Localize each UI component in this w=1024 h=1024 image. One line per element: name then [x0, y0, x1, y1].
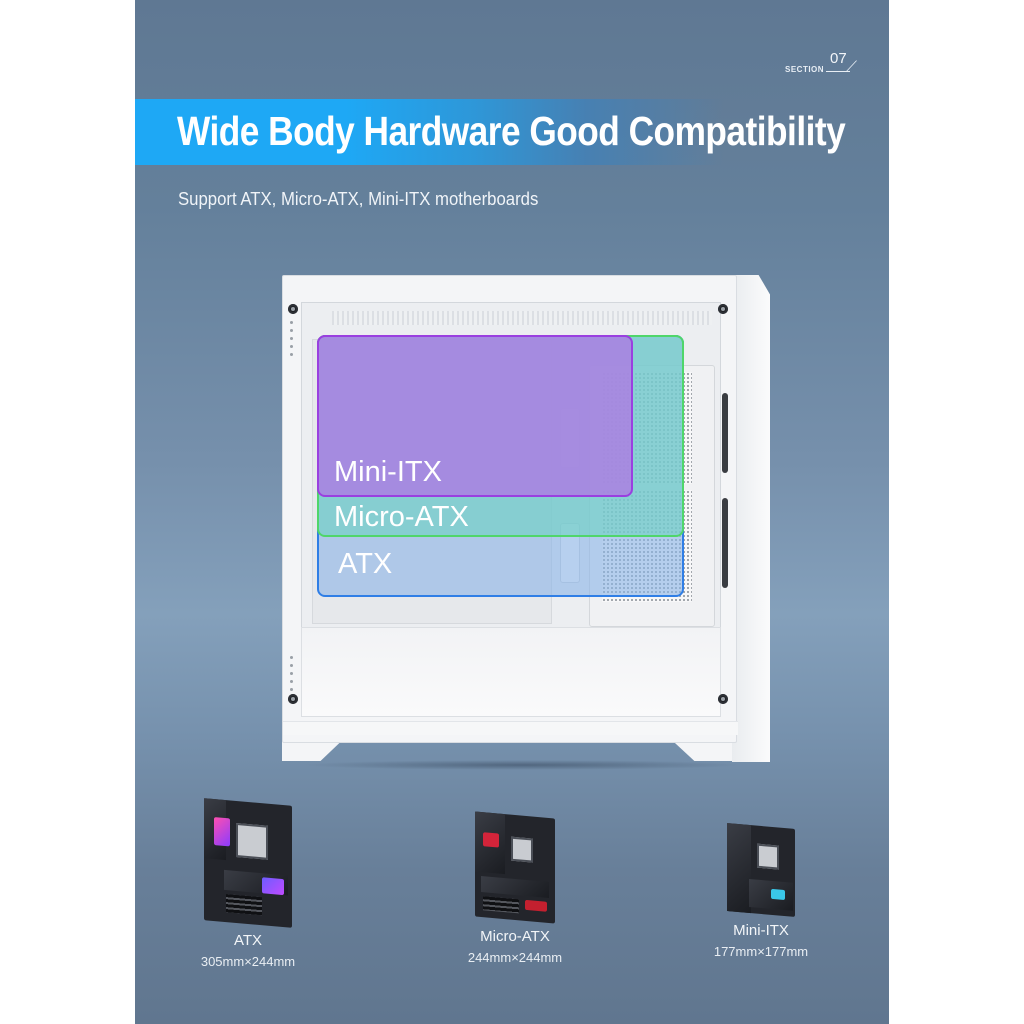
thumbscrew-icon [718, 694, 728, 704]
motherboard-card-micro-atx: Micro-ATX 244mm×244mm [415, 811, 615, 965]
vent-dots [290, 656, 293, 696]
vent-dots [290, 321, 293, 361]
micro-atx-label: Micro-ATX [334, 501, 469, 533]
atx-motherboard-image [204, 798, 292, 928]
thumbscrew-icon [718, 304, 728, 314]
front-fan [722, 393, 728, 473]
page-subtitle: Support ATX, Micro-ATX, Mini-ITX motherb… [178, 189, 539, 209]
atx-dimensions: 305mm×244mm [200, 954, 296, 969]
atx-label: ATX [338, 548, 393, 580]
title-banner [135, 99, 889, 165]
psu-shroud [301, 627, 721, 717]
mini-itx-motherboard-image [727, 823, 795, 917]
product-panel: SECTION 07 Wide Body Hardware Good Compa… [135, 0, 889, 1024]
section-underline [826, 71, 850, 72]
section-label: SECTION [785, 65, 825, 74]
micro-atx-name: Micro-ATX [480, 928, 550, 945]
case-shadow [302, 760, 742, 770]
thumbscrew-icon [288, 304, 298, 314]
section-number: 07 [830, 50, 847, 67]
top-vent [332, 311, 712, 325]
mini-itx-name: Mini-ITX [733, 922, 789, 939]
section-marker: SECTION 07 [785, 50, 865, 78]
atx-name: ATX [233, 932, 263, 949]
mini-itx-overlay [317, 335, 633, 497]
case-base [283, 721, 738, 735]
micro-atx-dimensions: 244mm×244mm [467, 950, 563, 965]
front-fan [722, 498, 728, 588]
motherboard-card-mini-itx: Mini-ITX 177mm×177mm [661, 823, 861, 959]
mini-itx-dimensions: 177mm×177mm [713, 944, 809, 959]
case-front-panel [732, 275, 770, 762]
thumbscrew-icon [288, 694, 298, 704]
section-slash [846, 60, 857, 72]
motherboard-card-atx: ATX 305mm×244mm [148, 798, 348, 969]
mini-itx-label: Mini-ITX [334, 456, 442, 488]
micro-atx-motherboard-image [475, 811, 555, 924]
page-title: Wide Body Hardware Good Compatibility [177, 108, 846, 154]
